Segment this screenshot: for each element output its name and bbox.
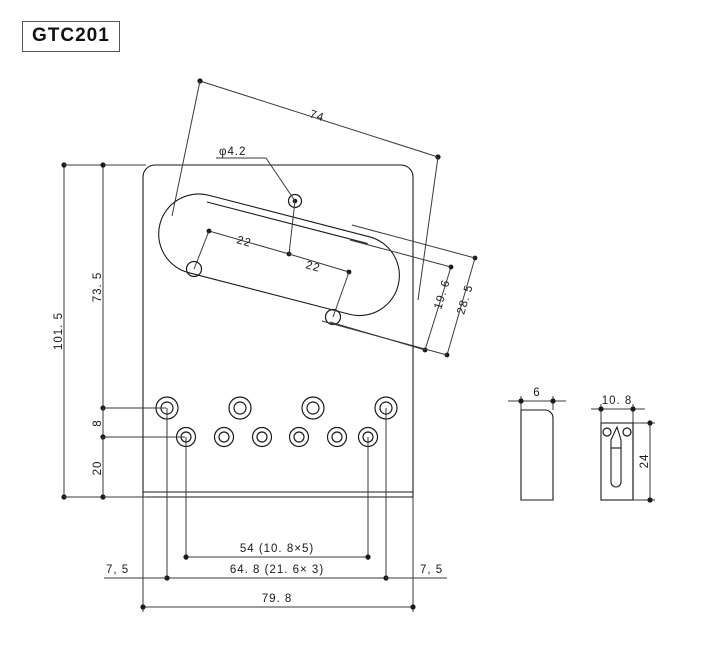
dim-101p5-group [61, 162, 146, 500]
dim-screw-spacing-b: 22 [304, 259, 322, 275]
title-box: GTC201 [22, 21, 120, 52]
dia-4p2-leader [216, 157, 296, 202]
dim-22-b-group [288, 253, 352, 318]
pickup-rout [158, 193, 400, 317]
dim-74-group [171, 78, 441, 301]
page-title: GTC201 [32, 25, 110, 46]
dim-rout-width-inner: 19. 6 [432, 278, 452, 311]
dim-side-thickness: 6 [533, 387, 540, 399]
side-view [508, 396, 566, 501]
dim-overall-height: 101. 5 [53, 312, 65, 350]
dim-saddle-span: 54 (10. 8×5) [240, 543, 314, 555]
dim-pickup-hole-dia: φ4.2 [219, 146, 246, 158]
pickup-rout-inner-edge [206, 201, 368, 245]
dim-22-a-group [193, 200, 296, 270]
dim-28p5-group [321, 224, 478, 358]
dim-73p5-group [100, 162, 166, 411]
dim-54-group [183, 554, 371, 560]
saddle-mount-holes-upper [155, 396, 398, 420]
dim-pickup-length: 74 [308, 108, 326, 124]
saddle-mount-holes-lower [175, 426, 379, 448]
dim-row-gap: 8 [92, 419, 104, 426]
dim-upper-height: 73. 5 [92, 272, 104, 303]
dim-79p8-group [140, 604, 416, 610]
dim-string-span: 64. 8 (21. 6× 3) [230, 564, 324, 576]
front-view-extension-lines [142, 408, 414, 612]
dim-64p8-group [104, 575, 447, 581]
front-view-outline [142, 164, 414, 540]
dim-saddle-height: 24 [639, 454, 651, 469]
dim-saddle-width: 10. 8 [602, 395, 633, 407]
dim-overall-width: 79. 8 [262, 593, 293, 605]
dim-screw-spacing-a: 22 [235, 234, 253, 250]
dim-lower-height: 20 [92, 461, 104, 476]
saddle-detail-view [591, 404, 655, 503]
dim-edge-left: 7, 5 [106, 564, 129, 576]
dim-20-group [100, 437, 146, 500]
dim-edge-right: 7, 5 [420, 564, 443, 576]
dim-rout-width-outer: 28. 5 [455, 283, 475, 316]
